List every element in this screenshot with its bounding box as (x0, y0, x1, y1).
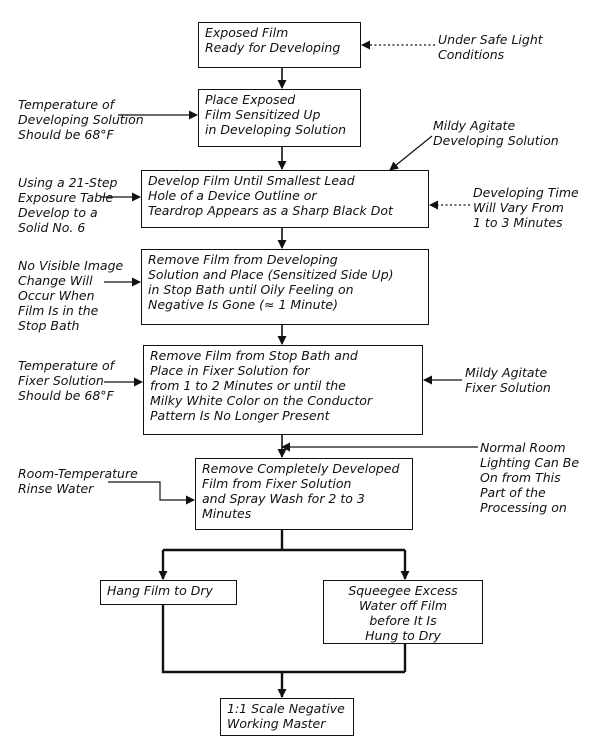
text-line: Mildy Agitate (433, 118, 516, 133)
text-line: Temperature of (18, 358, 115, 373)
text-line: Processing on (480, 500, 567, 515)
text-line: Developing Time (473, 185, 579, 200)
text-line: Exposed Film (205, 25, 289, 40)
text-line: Pattern Is No Longer Present (150, 408, 330, 423)
text-line: Develop Film Until Smallest Lead (148, 173, 355, 188)
text-line: Develop to a (18, 205, 98, 220)
text-line: Conditions (438, 47, 505, 62)
text-line: Change Will (18, 273, 93, 288)
text-line: Hung to Dry (365, 628, 441, 643)
text-line: Solution and Place (Sensitized Side Up) (148, 267, 394, 282)
text-line: Mildy Agitate (465, 365, 548, 380)
text-line: Rinse Water (18, 481, 94, 496)
text-line: Part of the (480, 485, 546, 500)
text-line: Film from Fixer Solution (202, 476, 352, 491)
text-line: from 1 to 2 Minutes or until the (150, 378, 346, 393)
text-line: before It Is (369, 613, 437, 628)
text-line: Remove Film from Stop Bath and (150, 348, 358, 363)
text-line: Should be 68°F (18, 127, 114, 142)
text-line: Stop Bath (18, 318, 80, 333)
text-line: Hole of a Device Outline or (148, 188, 317, 203)
text-line: Squeegee Excess (348, 583, 458, 598)
line-hang-to-join (161, 605, 405, 674)
text-line: Milky White Color on the Conductor (150, 393, 373, 408)
text-line: Using a 21-Step (18, 175, 118, 190)
text-line: Water off Film (359, 598, 447, 613)
text-line: Temperature of (18, 97, 115, 112)
text-line: Working Master (227, 716, 326, 731)
text-line: Developing Solution (433, 133, 559, 148)
text-line: Ready for Developing (205, 40, 341, 55)
leader-rinse-water (108, 481, 195, 505)
text-line: in Stop Bath until Oily Feeling on (148, 282, 354, 297)
text-line: Normal Room (480, 440, 566, 455)
text-line: Will Vary From (473, 200, 564, 215)
text-line: On from This (480, 470, 561, 485)
text-line: Under Safe Light (438, 32, 543, 47)
text-line: Fixer Solution (465, 380, 551, 395)
text-line: Negative Is Gone (≈ 1 Minute) (148, 297, 338, 312)
text-line: Film Is in the (18, 303, 99, 318)
text-line: Should be 68°F (18, 388, 114, 403)
text-line: Exposure Table (18, 190, 114, 205)
text-line: Minutes (202, 506, 252, 521)
text-line: 1:1 Scale Negative (227, 701, 345, 716)
text-line: Room-Temperature (18, 466, 138, 481)
text-line: Solid No. 6 (18, 220, 86, 235)
text-line: Fixer Solution (18, 373, 104, 388)
text-line: Film Sensitized Up (205, 107, 321, 122)
text-line: Developing Solution (18, 112, 144, 127)
leader-agitate-developing (389, 135, 433, 171)
text-line: Remove Completely Developed (202, 461, 400, 476)
text-line: in Developing Solution (205, 122, 347, 137)
text-line: Remove Film from Developing (148, 252, 338, 267)
text-line: and Spray Wash for 2 to 3 (202, 491, 365, 506)
text-line: Lighting Can Be (480, 455, 580, 470)
text-line: Hang Film to Dry (107, 583, 213, 598)
text-line: No Visible Image (18, 258, 124, 273)
text-line: Teardrop Appears as a Sharp Black Dot (148, 203, 393, 218)
step-hang-film: Hang Film to Dry (100, 580, 237, 605)
text-line: Place in Fixer Solution for (150, 363, 310, 378)
text-line: Place Exposed (205, 92, 296, 107)
text-line: 1 to 3 Minutes (473, 215, 563, 230)
text-line: Occur When (18, 288, 95, 303)
